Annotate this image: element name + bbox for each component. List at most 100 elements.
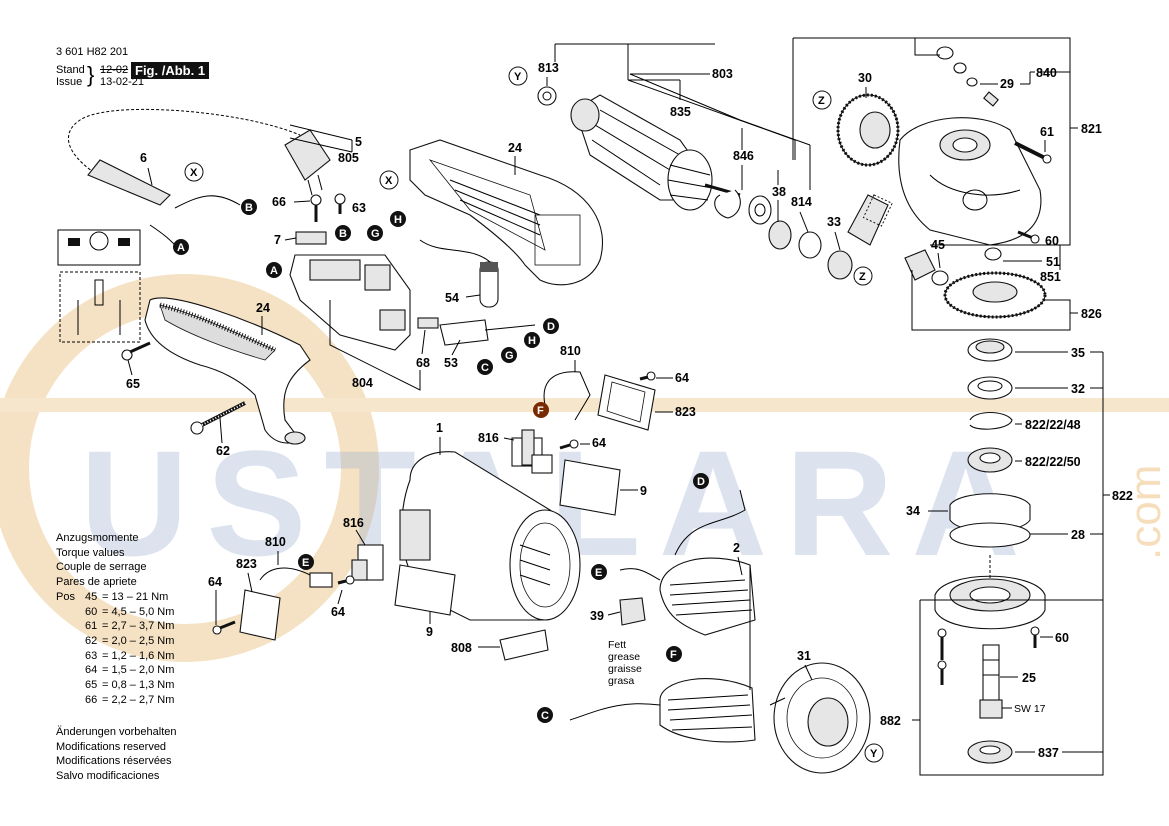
part-label: 826	[1081, 307, 1102, 321]
part-label: 68	[416, 356, 430, 370]
svg-text:D: D	[547, 321, 555, 333]
grease-note: Fett	[608, 639, 626, 651]
brush-plate-823-icon	[597, 374, 656, 431]
svg-text:A: A	[270, 265, 278, 277]
connector-z-icon: Z	[812, 90, 832, 110]
sep: =	[102, 634, 109, 647]
part-label: 882	[880, 714, 901, 728]
range: 4,5 – 5,0 Nm	[111, 605, 175, 618]
screw-66-icon	[310, 194, 322, 222]
modifications-note: Änderungen vorbehalten Modifications res…	[56, 725, 176, 783]
pos: 45	[85, 590, 98, 603]
connector-y-icon: Y	[864, 743, 884, 763]
connector-d-icon: D	[543, 318, 559, 334]
range: 1,5 – 2,0 Nm	[111, 664, 175, 677]
side-handle	[144, 297, 311, 445]
part-label: 2	[733, 541, 740, 555]
torque-title-es: Pares de apriete	[56, 576, 137, 589]
brace: }	[87, 62, 95, 87]
grease-icon	[619, 597, 646, 626]
part-label: 24	[256, 301, 270, 315]
part-label: 34	[906, 504, 920, 518]
part-label: 840	[1036, 66, 1057, 80]
sep: =	[102, 620, 109, 633]
svg-text:C: C	[541, 710, 549, 722]
screw-icon	[937, 660, 947, 685]
screw-60-icon	[1017, 230, 1040, 244]
pinion-icon	[904, 249, 949, 286]
part-label: 835	[670, 105, 691, 119]
part-label: 822/22/50	[1025, 455, 1081, 469]
part-label: 805	[338, 151, 359, 165]
part-label: 64	[208, 575, 222, 589]
svg-text:Y: Y	[870, 748, 878, 760]
gear-housing	[898, 117, 1042, 246]
part-label: 24	[508, 141, 522, 155]
screw-64-icon	[639, 371, 656, 381]
svg-text:D: D	[697, 476, 705, 488]
connector-b-icon: B	[335, 225, 351, 241]
spindle-icon	[979, 644, 1003, 719]
part-label: 816	[478, 431, 499, 445]
connector-e-icon: E	[591, 564, 607, 580]
part-label: 851	[1040, 270, 1061, 284]
part-label: 62	[216, 444, 230, 458]
screw-60-icon	[1030, 626, 1040, 648]
part-label: 63	[352, 201, 366, 215]
table-row: 63=1,2 – 1,6 Nm	[56, 649, 177, 664]
figure-label: Fig. /Abb. 1	[131, 62, 210, 79]
part-label: 5	[355, 135, 362, 149]
label-plate-icon	[394, 564, 456, 616]
svg-text:H: H	[528, 335, 536, 347]
pos: 60	[85, 605, 98, 618]
connector-x-icon: X	[379, 170, 399, 190]
brush-holder-816-icon	[511, 429, 553, 474]
svg-text:E: E	[595, 567, 602, 579]
part-label: 822	[1112, 489, 1133, 503]
torque-title-de: Anzugsmomente	[56, 532, 139, 544]
mod-de: Änderungen vorbehalten	[56, 726, 177, 738]
part-label: 846	[733, 149, 754, 163]
sep: =	[102, 605, 109, 618]
sep: =	[102, 693, 109, 706]
bearing-icon	[768, 220, 792, 250]
label-plate-icon	[559, 459, 621, 516]
dust-cover-icon	[847, 194, 889, 246]
svg-text:B: B	[339, 228, 347, 240]
table-row: 60 =4,5 – 5,0 Nm	[56, 605, 177, 620]
svg-text:Z: Z	[818, 95, 825, 107]
svg-text:G: G	[505, 350, 514, 362]
stand-label: Stand	[56, 64, 85, 76]
sep: =	[102, 679, 109, 692]
torque-title-fr: Couple de serrage	[56, 561, 147, 574]
part-label: 6	[140, 151, 147, 165]
fan-cover	[769, 662, 871, 774]
connector-f-icon: F	[533, 402, 549, 418]
screw-icon	[937, 628, 947, 660]
new-date: 13-02-21	[100, 76, 145, 88]
carbon-brush-icon	[309, 572, 333, 588]
connector-a-icon: A	[266, 262, 282, 278]
part-label: 837	[1038, 746, 1059, 760]
svg-text:X: X	[385, 175, 393, 187]
pos: 65	[85, 679, 98, 692]
part-7-icon	[295, 231, 327, 245]
grease-note: grasa	[608, 675, 634, 687]
svg-text:H: H	[394, 214, 402, 226]
part-label: 808	[451, 641, 472, 655]
sep: =	[102, 664, 109, 677]
grease-note: graisse	[608, 663, 642, 675]
svg-text:B: B	[245, 202, 253, 214]
watermark-suffix: .com	[1121, 465, 1169, 560]
part-label: 45	[931, 238, 945, 252]
mod-fr: Modifications réservées	[56, 755, 172, 767]
part-label: 30	[858, 71, 872, 85]
brush-plate-823-icon	[239, 589, 281, 641]
part-label: 9	[426, 625, 433, 639]
pos: 66	[85, 693, 98, 706]
part-label: 64	[331, 605, 345, 619]
sep: =	[102, 649, 109, 662]
field-coil	[569, 489, 756, 743]
